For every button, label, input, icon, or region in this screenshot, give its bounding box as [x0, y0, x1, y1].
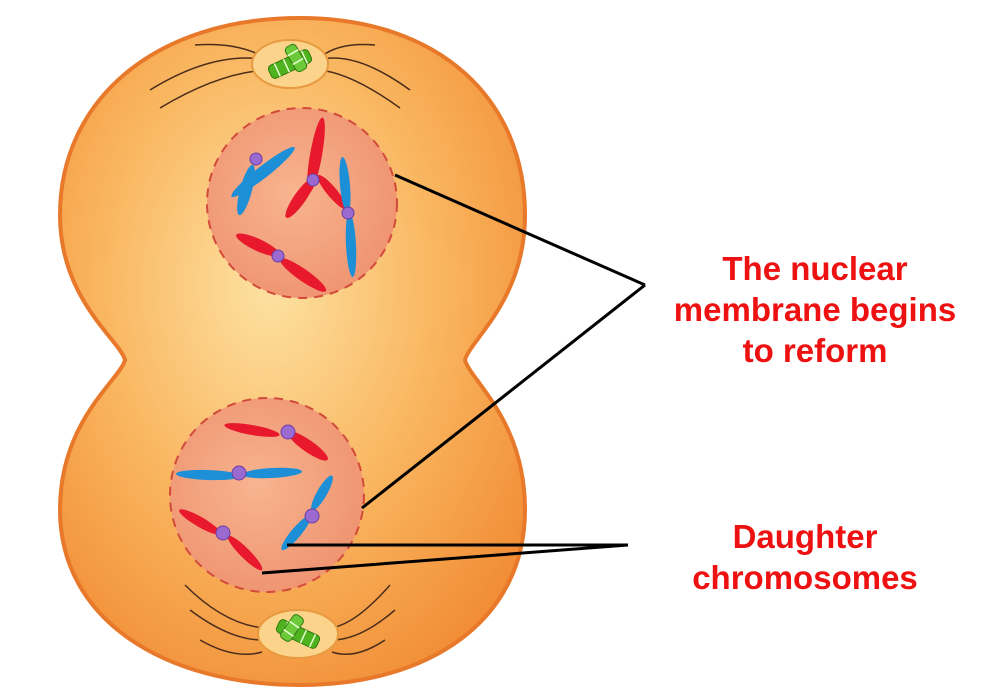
nucleus-top [206, 107, 398, 299]
chromosome [311, 475, 333, 511]
label-nuclear-membrane: The nuclear membrane begins to reform [645, 248, 985, 371]
label-line: Daughter [732, 518, 878, 555]
chromosome [281, 515, 311, 551]
chromosome [176, 469, 240, 481]
centromere [271, 249, 285, 263]
chromosome [339, 157, 351, 213]
chromosome [317, 174, 347, 210]
chromosome [227, 535, 263, 571]
label-line: chromosomes [692, 559, 918, 596]
chromosome [237, 164, 255, 216]
chromosome [236, 233, 280, 257]
centromere [304, 508, 320, 524]
leader-line-membrane-top [394, 173, 646, 287]
leader-line-daughter-2 [261, 543, 629, 575]
label-line: The nuclear [722, 250, 908, 287]
chromosome [345, 213, 357, 277]
centrosome-top [251, 39, 329, 89]
centromere [306, 173, 320, 187]
label-line: membrane begins [673, 291, 957, 328]
centromere [249, 152, 263, 166]
centromere [341, 206, 355, 220]
label-line: to reform [742, 332, 888, 369]
leader-line-membrane-bottom [361, 283, 646, 510]
chromosome [288, 431, 328, 461]
chromosome [242, 467, 302, 479]
centromere [231, 465, 247, 481]
centromere [215, 525, 231, 541]
nucleus-bottom [169, 397, 365, 593]
centrosome-bottom [257, 609, 339, 659]
chromosome [279, 258, 327, 292]
chromosome [179, 509, 221, 535]
label-daughter-chromosomes: Daughter chromosomes [640, 516, 970, 598]
leader-lines [261, 173, 646, 575]
chromosome [285, 178, 315, 218]
chromosome [224, 423, 280, 437]
centromere [280, 424, 296, 440]
